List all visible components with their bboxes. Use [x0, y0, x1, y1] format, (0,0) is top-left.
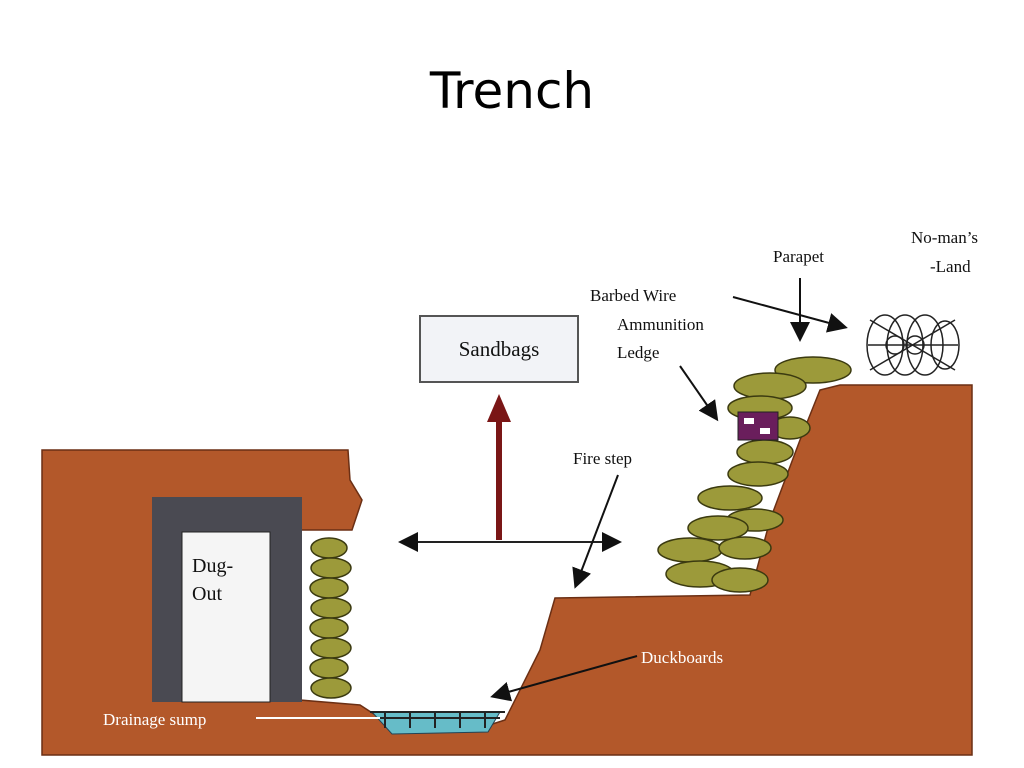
barbed-wire-pointer — [732, 296, 848, 333]
sandbags-box — [419, 315, 579, 383]
fire-step-label: Fire step — [573, 449, 632, 468]
no-mans-land-label-1: No-man’s — [911, 228, 978, 247]
duckboards — [370, 711, 505, 728]
slide-title: Trench — [429, 62, 595, 120]
barbed-wire-coil — [866, 314, 960, 376]
parapet-label: Parapet — [773, 247, 824, 266]
left-sandbag-wall — [309, 537, 352, 699]
dugout-door — [181, 531, 271, 703]
parapet-sandbags — [657, 356, 852, 593]
sandbags-arrow-head — [487, 394, 511, 422]
ammunition-ledge — [737, 411, 779, 441]
dugout-label-1: Dug- — [192, 555, 233, 577]
dugout-label-2: Out — [192, 583, 222, 605]
ammunition-pointer — [679, 365, 719, 422]
fire-step-pointer — [572, 474, 619, 589]
drainage-sump-label: Drainage sump — [103, 710, 206, 729]
barbed-wire-label: Barbed Wire — [590, 286, 676, 305]
ammunition-label: Ammunition — [617, 315, 704, 334]
sandbags-label: Sandbags — [459, 337, 540, 361]
duckboards-label: Duckboards — [641, 648, 723, 667]
duckboards-pointer — [490, 655, 638, 702]
no-mans-land-label-2: -Land — [930, 257, 971, 276]
ledge-label: Ledge — [617, 343, 659, 362]
